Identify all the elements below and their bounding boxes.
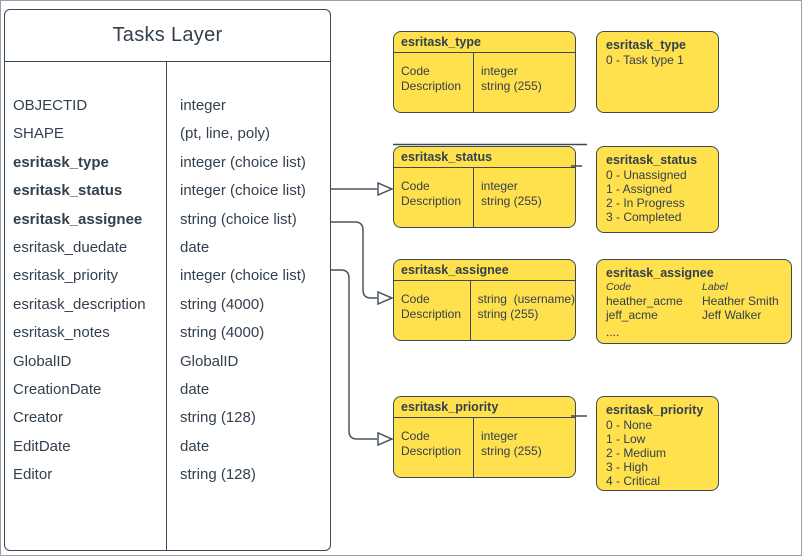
- field-type: date: [180, 238, 210, 256]
- value-list-title: esritask_status: [606, 153, 698, 167]
- value-item: 4 - Critical: [606, 474, 661, 488]
- connector-status-arrowhead-icon: [377, 181, 394, 197]
- field-name: esritask_notes: [13, 324, 110, 342]
- field-name: Editor: [13, 466, 53, 484]
- field-type: integer: [180, 97, 226, 114]
- domain-table-assignee: esritask_assignee Code Description strin…: [393, 259, 576, 341]
- domain-table-type: esritask_type Code Description integer s…: [393, 31, 576, 113]
- domain-field-type: string (255): [481, 78, 542, 93]
- field-name: esritask_assignee: [13, 210, 143, 228]
- field-type: integer (choice list): [180, 182, 306, 200]
- value-list-title: esritask_assignee: [606, 266, 714, 280]
- field-type: date: [180, 380, 210, 398]
- field-name: GlobalID: [13, 352, 72, 370]
- field-name: EditDate: [13, 437, 71, 455]
- domain-field-type: string (255): [477, 306, 539, 321]
- assignee-label: Heather Smith: [702, 294, 779, 308]
- field-name: SHAPE: [13, 125, 64, 143]
- domain-field: Code: [401, 429, 430, 443]
- field-name: CreationDate: [13, 380, 102, 398]
- domain-field: Description: [401, 443, 462, 458]
- domain-field-type: string (255): [481, 193, 542, 208]
- field-name: esritask_type: [13, 153, 109, 171]
- domain-table-status: esritask_status Code Description integer…: [393, 146, 576, 228]
- domain-table-title: esritask_priority: [394, 397, 575, 418]
- value-list-priority: esritask_priority 0 - None 1 - Low 2 - M…: [596, 396, 719, 491]
- value-item: 0 - Unassigned: [606, 168, 687, 182]
- connector-assignee-line: [331, 221, 377, 299]
- value-list-title: esritask_priority: [606, 403, 704, 417]
- domain-field-type: integer: [481, 64, 518, 78]
- assignee-code: jeff_acme: [606, 308, 658, 322]
- value-list-assignee: esritask_assignee Code Label heather_acm…: [596, 259, 792, 344]
- field-type: date: [180, 437, 210, 455]
- domain-field-type: integer: [481, 179, 518, 193]
- connector-priority-line: [331, 269, 377, 440]
- field-name: Creator: [13, 409, 64, 427]
- field-name: esritask_priority: [13, 267, 119, 285]
- domain-field: Code: [401, 292, 430, 306]
- field-type: string (choice list): [180, 210, 297, 228]
- tasks-layer-title: Tasks Layer: [5, 10, 330, 62]
- field-type: string (4000): [180, 324, 265, 342]
- domain-table-title: esritask_assignee: [394, 260, 575, 281]
- field-name-column: OBJECTID SHAPE esritask_type esritask_st…: [5, 62, 167, 550]
- assignee-label: Jeff Walker: [702, 308, 762, 322]
- connector-assignee-arrowhead-icon: [377, 290, 394, 306]
- field-type: (pt, line, poly): [180, 125, 271, 143]
- assignee-label-column-header: Label: [702, 281, 728, 293]
- tasks-layer-columns: OBJECTID SHAPE esritask_type esritask_st…: [5, 62, 330, 550]
- domain-field: Code: [401, 64, 430, 78]
- value-item: 1 - Low: [606, 432, 646, 446]
- domain-table-title: esritask_type: [394, 32, 575, 53]
- value-list-type: esritask_type 0 - Task type 1: [596, 31, 719, 113]
- field-type: integer (choice list): [180, 153, 306, 171]
- domain-field-type: string (username): [477, 292, 575, 306]
- field-type: integer (choice list): [180, 267, 306, 285]
- value-list-title: esritask_type: [606, 38, 686, 52]
- field-name: esritask_status: [13, 182, 123, 200]
- domain-table-title: esritask_status: [394, 147, 575, 168]
- assignee-more-ellipsis: ....: [606, 325, 620, 339]
- field-name: esritask_duedate: [13, 238, 128, 256]
- field-type-column: integer (pt, line, poly) integer (choice…: [167, 62, 330, 550]
- domain-field-type: integer: [481, 429, 518, 443]
- connector-priority-arrowhead-icon: [377, 431, 394, 447]
- field-type: GlobalID: [180, 352, 239, 370]
- value-item: 2 - In Progress: [606, 196, 685, 210]
- domain-field-type: string (255): [481, 443, 542, 458]
- assignee-code-column-header: Code: [606, 281, 632, 293]
- value-item: 2 - Medium: [606, 446, 667, 460]
- domain-field: Description: [401, 306, 462, 321]
- value-item: 3 - High: [606, 460, 649, 474]
- field-type: string (128): [180, 409, 256, 427]
- domain-field: Code: [401, 179, 430, 193]
- domain-field: Description: [401, 193, 462, 208]
- field-name: OBJECTID: [13, 97, 88, 114]
- field-type: string (128): [180, 466, 256, 484]
- value-item: 0 - Task type 1: [606, 53, 684, 67]
- field-type: string (4000): [180, 295, 265, 313]
- domain-field: Description: [401, 78, 462, 93]
- assignee-code: heather_acme: [606, 294, 683, 308]
- field-name: esritask_description: [13, 295, 146, 313]
- value-item: 1 - Assigned: [606, 182, 673, 196]
- tasks-layer-box: Tasks Layer OBJECTID SHAPE esritask_type…: [4, 9, 331, 551]
- value-list-status: esritask_status 0 - Unassigned 1 - Assig…: [596, 146, 719, 233]
- domain-table-priority: esritask_priority Code Description integ…: [393, 396, 576, 478]
- value-item: 3 - Completed: [606, 210, 682, 224]
- value-item: 0 - None: [606, 418, 653, 432]
